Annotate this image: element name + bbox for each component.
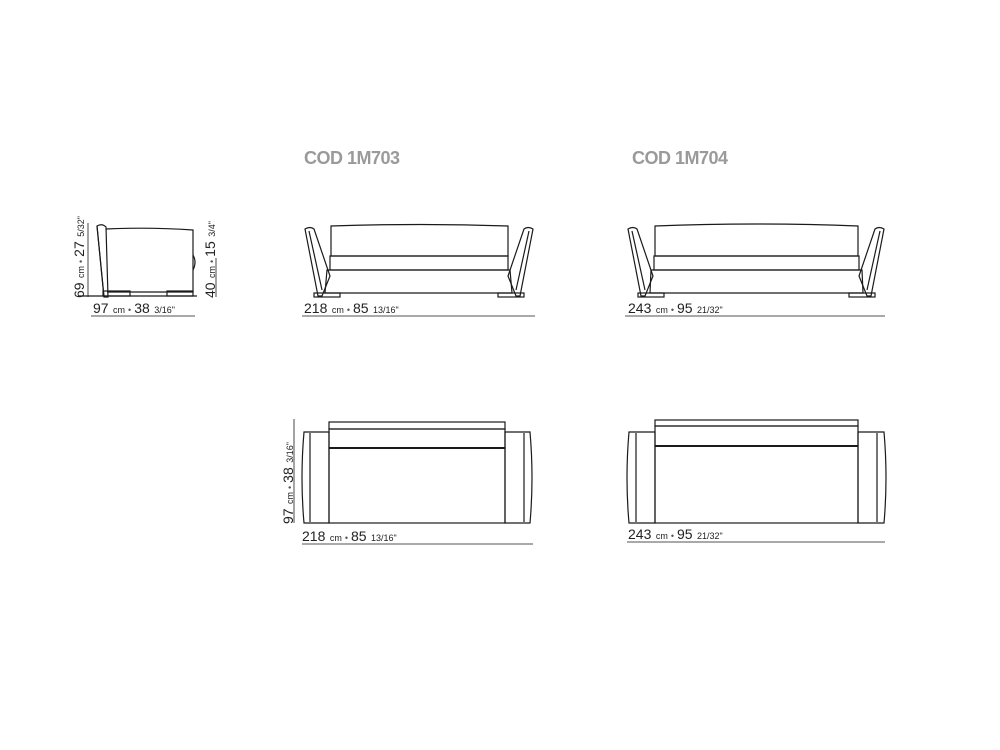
side-height-dimension: 69 cm•27 5/32"	[71, 216, 87, 298]
model-code-1m703: COD 1M703	[304, 148, 400, 168]
front-width-dimension-1m703: 218 cm•85 13/16"	[304, 300, 399, 316]
top-view-1m704	[626, 419, 887, 543]
side-depth-dimension: 97 cm•38 3/16"	[93, 300, 175, 316]
front-view-1m704	[625, 223, 885, 317]
front-width-dimension-1m704: 243 cm•95 21/32"	[628, 300, 723, 316]
model-code-1m704: COD 1M704	[632, 148, 728, 168]
top-view-1m703	[293, 419, 533, 545]
side-view-drawing	[78, 223, 217, 317]
top-depth-dimension-1m703: 97 cm•38 3/16"	[280, 442, 296, 524]
front-view-1m703	[302, 223, 535, 317]
top-width-dimension-1m704: 243 cm•95 21/32"	[628, 526, 723, 542]
top-width-dimension-1m703: 218 cm•85 13/16"	[302, 528, 397, 544]
side-seat-height-dimension: 40 cm•15 3/4"	[202, 221, 218, 298]
